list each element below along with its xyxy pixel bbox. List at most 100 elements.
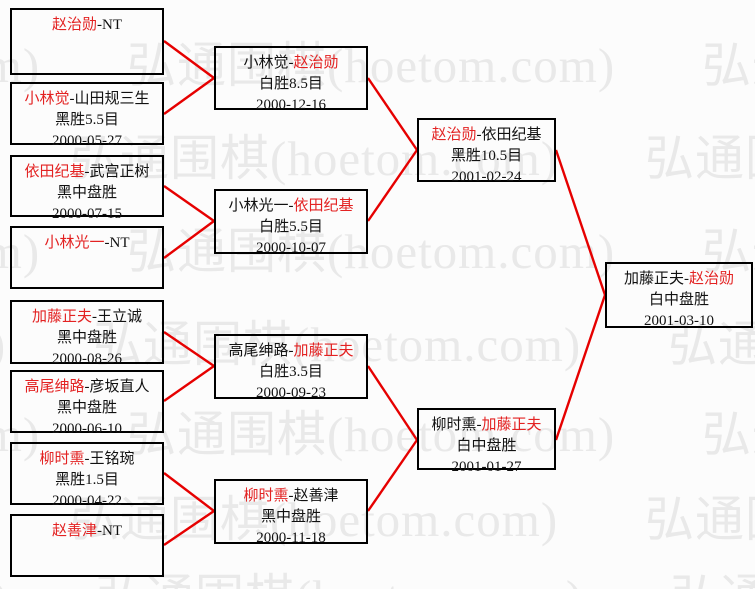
player-separator: - <box>84 164 90 180</box>
match-result: 黑中盘胜 <box>56 185 117 201</box>
player-loser: NT <box>102 523 122 539</box>
player-separator: - <box>97 523 102 539</box>
player-separator: - <box>104 235 110 251</box>
match-box-r1-7: 柳时熏-王铭琬 黑胜1.5目 2000-04-22 <box>10 442 164 509</box>
match-result: 白中盘胜 <box>456 438 517 454</box>
match-players: 高尾绅路-加藤正夫 <box>216 341 366 362</box>
player-separator: - <box>288 488 294 504</box>
player-winner: 赵治勋 <box>51 17 97 33</box>
player-loser: 赵善津 <box>293 488 339 504</box>
player-separator: - <box>84 451 90 467</box>
match-players: 加藤正夫-赵治勋 <box>607 269 751 290</box>
match-result: 黑中盘胜 <box>260 509 321 525</box>
player-winner: 小林觉 <box>24 91 70 107</box>
watermark-text: 弘通围棋(hoetom.com) <box>702 224 755 279</box>
player-winner: 赵治勋 <box>431 127 477 143</box>
player-separator: - <box>97 17 102 33</box>
player-loser: 柳时熏 <box>431 417 477 433</box>
watermark-row: 弘通围棋(hoetom.com) 弘通围棋(hoetom.com) 弘通围棋(hoe… <box>0 572 755 589</box>
player-loser: 王立诚 <box>97 309 143 325</box>
watermark-text: 弘通围棋(hoetom.com) <box>702 407 755 462</box>
player-loser: 彦坂直人 <box>89 379 150 395</box>
match-result: 黑中盘胜 <box>56 400 117 416</box>
player-winner: 依田纪基 <box>24 164 85 180</box>
watermark-text: 弘通围棋(hoetom.com) <box>0 224 41 279</box>
match-box-r1-1: 赵治勋-NT <box>10 8 164 75</box>
player-loser: 小林觉 <box>243 55 289 71</box>
match-box-r1-6: 高尾绅路-彦坂直人 黑中盘胜 2000-06-10 <box>10 370 164 437</box>
match-date: 2000-10-07 <box>256 240 326 256</box>
player-winner: 依田纪基 <box>293 198 354 214</box>
match-box-r2-2: 小林光一-依田纪基 白胜5.5目 2000-10-07 <box>214 189 368 256</box>
watermark-text: 弘通围棋(hoetom.com) <box>645 131 755 186</box>
player-winner: 加藤正夫 <box>31 309 92 325</box>
watermark-row: 弘通围棋(hoetom.com)弘通围棋(hoetom.com)弘通围棋(hoe… <box>0 494 755 546</box>
player-separator: - <box>288 198 294 214</box>
match-players: 小林觉-赵治勋 <box>216 53 366 74</box>
player-separator: - <box>684 271 689 287</box>
match-players: 依田纪基-武宫正树 <box>12 162 162 183</box>
watermark-text: 弘通围棋(hoetom.com) <box>0 572 8 589</box>
match-result: 黑胜10.5目 <box>450 148 523 164</box>
watermark-text: 弘通围棋(hoetom.com) <box>645 492 755 547</box>
player-separator: - <box>476 127 482 143</box>
player-separator: - <box>288 343 294 359</box>
player-winner: 赵治勋 <box>293 55 339 71</box>
match-date: 2000-11-18 <box>256 530 326 546</box>
player-loser: 武宫正树 <box>89 164 150 180</box>
match-box-semifinal-1: 赵治勋-依田纪基 黑胜10.5目 2001-02-24 <box>417 118 556 185</box>
match-result: 白胜5.5目 <box>259 219 323 235</box>
match-date: 2000-05-27 <box>52 133 122 149</box>
match-date: 2000-08-26 <box>52 351 122 367</box>
player-winner: 赵治勋 <box>689 271 735 287</box>
match-players: 赵治勋-NT <box>12 15 162 36</box>
match-result: 白胜8.5目 <box>259 76 323 92</box>
player-loser: NT <box>109 235 130 251</box>
player-separator: - <box>288 55 294 71</box>
match-box-final: 加藤正夫-赵治勋 白中盘胜 2001-03-10 <box>605 262 753 329</box>
match-box-r1-5: 加藤正夫-王立诚 黑中盘胜 2000-08-26 <box>10 300 164 367</box>
match-box-r1-8: 赵善津-NT <box>10 514 164 577</box>
match-box-r1-2: 小林觉-山田规三生 黑胜5.5目 2000-05-27 <box>10 82 164 149</box>
match-date: 2000-06-10 <box>52 421 122 437</box>
player-winner: 柳时熏 <box>243 488 289 504</box>
match-result: 黑胜1.5目 <box>55 472 119 488</box>
match-date: 2001-02-24 <box>451 169 522 185</box>
match-result: 黑胜5.5目 <box>55 112 119 128</box>
player-loser: 依田纪基 <box>481 127 542 143</box>
match-players: 赵善津-NT <box>12 521 162 542</box>
player-loser: 加藤正夫 <box>623 271 684 287</box>
match-box-r2-1: 小林觉-赵治勋 白胜8.5目 2000-12-16 <box>214 46 368 113</box>
match-players: 加藤正夫-王立诚 <box>12 307 162 328</box>
match-players: 小林光一-NT <box>12 233 162 254</box>
match-players: 柳时熏-赵善津 <box>216 486 366 507</box>
match-date: 2001-01-27 <box>451 459 522 475</box>
match-players: 柳时熏-王铭琬 <box>12 449 162 470</box>
player-separator: - <box>476 417 482 433</box>
player-winner: 小林光一 <box>44 235 105 251</box>
match-date: 2000-07-15 <box>52 206 122 222</box>
match-date: 2000-04-22 <box>52 493 122 509</box>
watermark-text: 弘通围棋(hoetom.com) <box>70 492 559 547</box>
watermark-text: 弘通围棋(hoetom.com) <box>70 131 559 186</box>
match-result: 黑中盘胜 <box>56 330 117 346</box>
player-separator: - <box>69 91 75 107</box>
player-separator: - <box>84 379 90 395</box>
player-loser: NT <box>102 17 122 33</box>
match-date: 2001-03-10 <box>644 313 714 329</box>
player-loser: 山田规三生 <box>74 91 150 107</box>
player-loser: 高尾绅路 <box>228 343 289 359</box>
match-date: 2000-12-16 <box>256 97 326 113</box>
watermark-text: 弘通围棋(hoetom.com) <box>95 572 583 589</box>
match-players: 柳时熏-加藤正夫 <box>419 415 554 436</box>
watermark-row: 弘通围棋(hoetom.com)弘通围棋(hoetom.com)弘通围棋(hoe… <box>0 133 755 185</box>
watermark-text: 弘通围棋(hoetom.com) <box>670 572 755 589</box>
match-result: 白胜3.5目 <box>259 364 323 380</box>
match-box-semifinal-2: 柳时熏-加藤正夫 白中盘胜 2001-01-27 <box>417 408 556 475</box>
player-winner: 加藤正夫 <box>481 417 542 433</box>
player-winner: 柳时熏 <box>39 451 85 467</box>
watermark-text: 弘通围棋(hoetom.com) <box>0 319 6 371</box>
watermark-text: 弘通围棋(hoetom.com) <box>702 38 755 93</box>
